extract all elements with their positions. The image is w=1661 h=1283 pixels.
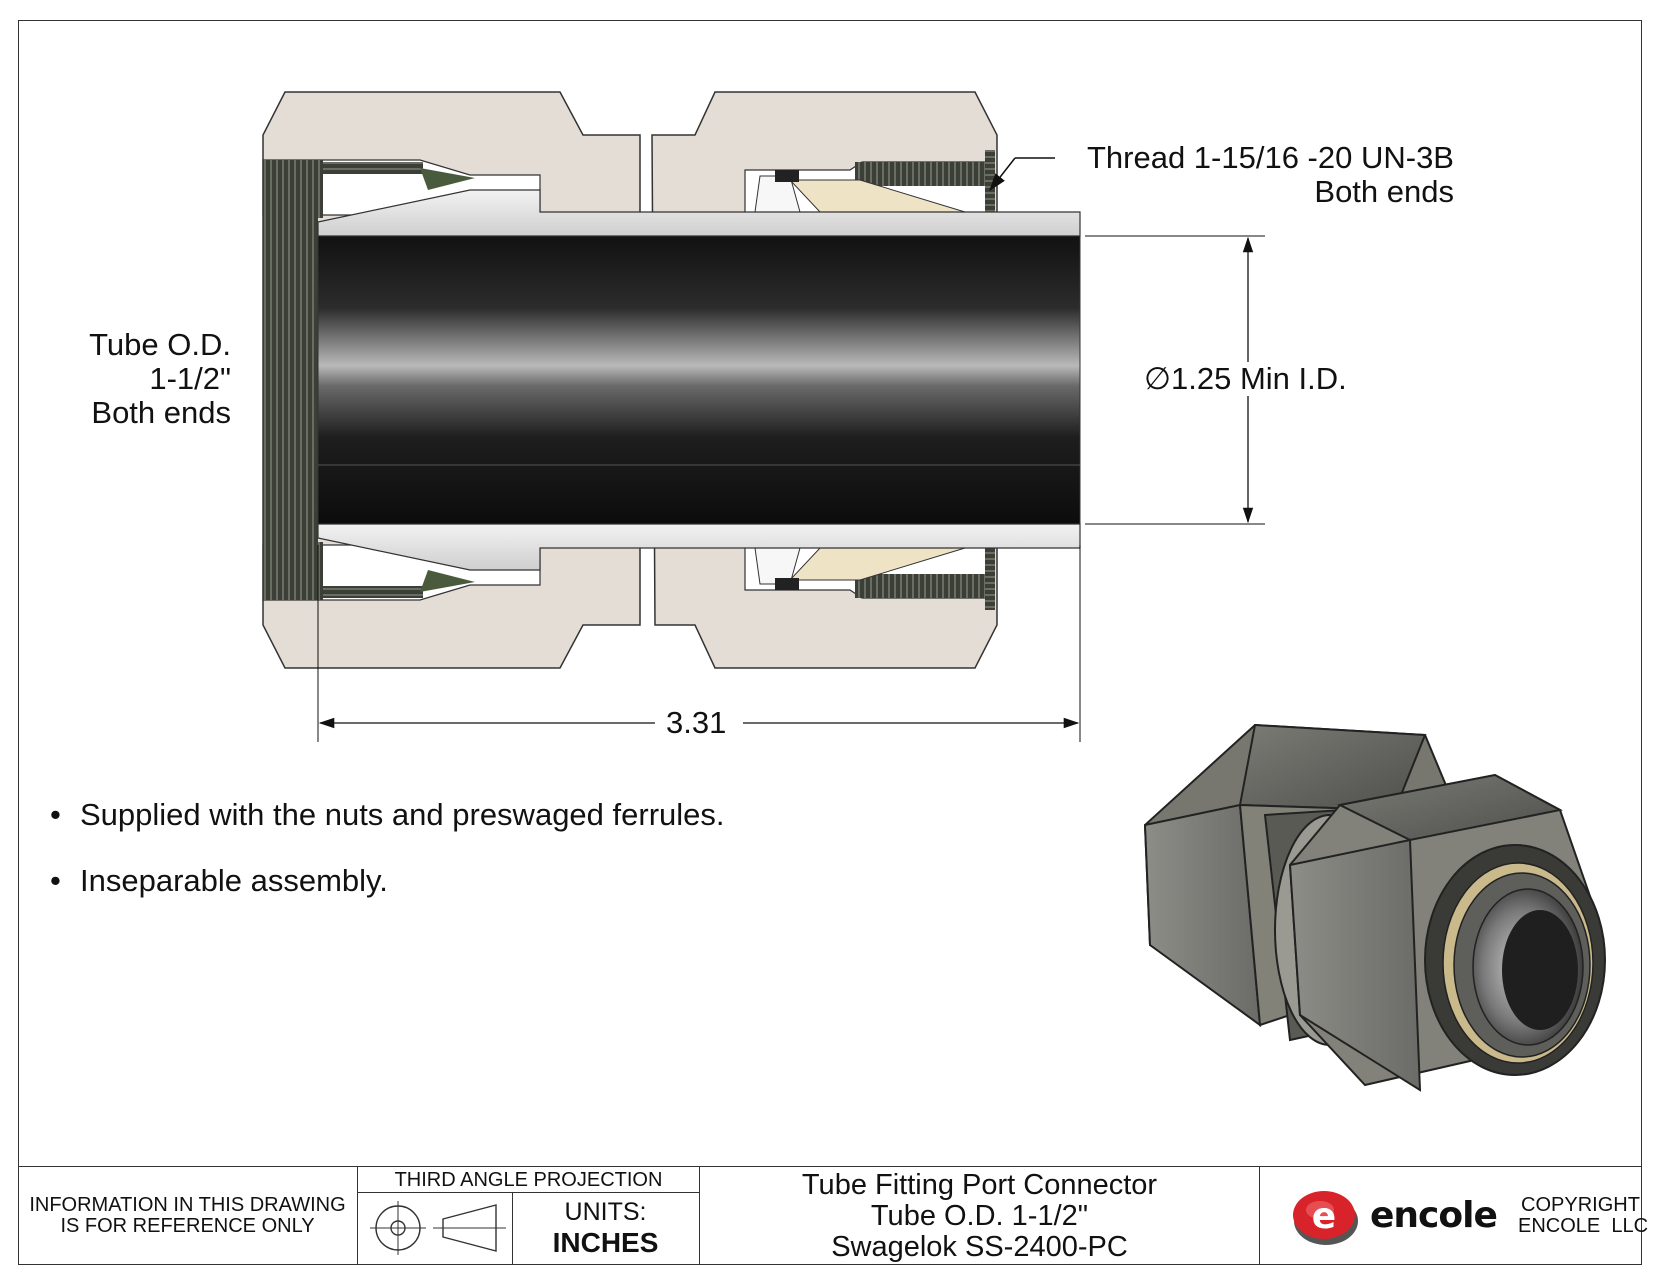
isometric-render xyxy=(1143,723,1606,1092)
right-thread-bottom xyxy=(855,574,995,598)
svg-text:e: e xyxy=(1312,1196,1336,1237)
thread-spec-line1: Thread 1-15/16 -20 UN-3B xyxy=(1086,140,1454,175)
tube-od-label: Tube O.D. 1-1/2" Both ends xyxy=(89,328,231,430)
brand-cell: e encole COPYRIGHT ENCOLE LLC xyxy=(1260,1167,1649,1264)
length-dimension-label: 3.31 xyxy=(666,705,727,740)
disclaimer-line2: IS FOR REFERENCE ONLY xyxy=(60,1215,315,1237)
title-line3: Swagelok SS-2400-PC xyxy=(831,1231,1128,1263)
note-item: Inseparable assembly. xyxy=(48,864,725,899)
copyright-line1: COPYRIGHT xyxy=(1521,1194,1640,1216)
drawing-sheet xyxy=(18,20,1642,1265)
tube-wall-bottom xyxy=(317,523,1081,571)
title-line2: Tube O.D. 1-1/2" xyxy=(870,1200,1089,1232)
third-angle-circle-icon xyxy=(370,1201,426,1255)
disclaimer-cell: INFORMATION IN THIS DRAWING IS FOR REFER… xyxy=(18,1167,358,1264)
notes-list: Supplied with the nuts and preswaged fer… xyxy=(48,798,725,930)
min-id-text: 1.25 Min I.D. xyxy=(1171,361,1347,396)
tube-bore xyxy=(317,235,1081,525)
disclaimer-line1: INFORMATION IN THIS DRAWING xyxy=(29,1194,346,1216)
third-angle-cone-icon xyxy=(433,1204,506,1252)
thread-spec-line2: Both ends xyxy=(1314,174,1454,209)
diameter-symbol-icon: ∅ xyxy=(1144,361,1172,396)
tube-od-line2: 1-1/2" xyxy=(149,361,231,396)
units-label: UNITS: xyxy=(564,1198,647,1226)
title-line1: Tube Fitting Port Connector xyxy=(801,1169,1158,1201)
title-block: INFORMATION IN THIS DRAWING IS FOR REFER… xyxy=(18,1166,1649,1265)
tube-od-line1: Tube O.D. xyxy=(89,327,231,362)
cross-section-drawing xyxy=(262,91,1265,742)
min-id-label: ∅1.25 Min I.D. xyxy=(1140,362,1351,396)
note-item: Supplied with the nuts and preswaged fer… xyxy=(48,798,725,833)
tube-od-line3: Both ends xyxy=(91,395,231,430)
left-thread-top xyxy=(263,160,323,218)
projection-cell: THIRD ANGLE PROJECTION UNITS: INCHES xyxy=(358,1167,700,1264)
thread-spec-label: Thread 1-15/16 -20 UN-3B Both ends xyxy=(1087,141,1454,209)
units-value: INCHES xyxy=(552,1227,659,1258)
encole-logo-icon: e xyxy=(1293,1191,1358,1245)
title-cell: Tube Fitting Port Connector Tube O.D. 1-… xyxy=(700,1167,1260,1264)
left-thread-bottom xyxy=(263,542,323,600)
right-thread-top xyxy=(855,162,995,186)
projection-label: THIRD ANGLE PROJECTION xyxy=(358,1167,699,1193)
brand-name: encole xyxy=(1370,1195,1498,1236)
copyright-line2: ENCOLE LLC xyxy=(1518,1215,1649,1237)
